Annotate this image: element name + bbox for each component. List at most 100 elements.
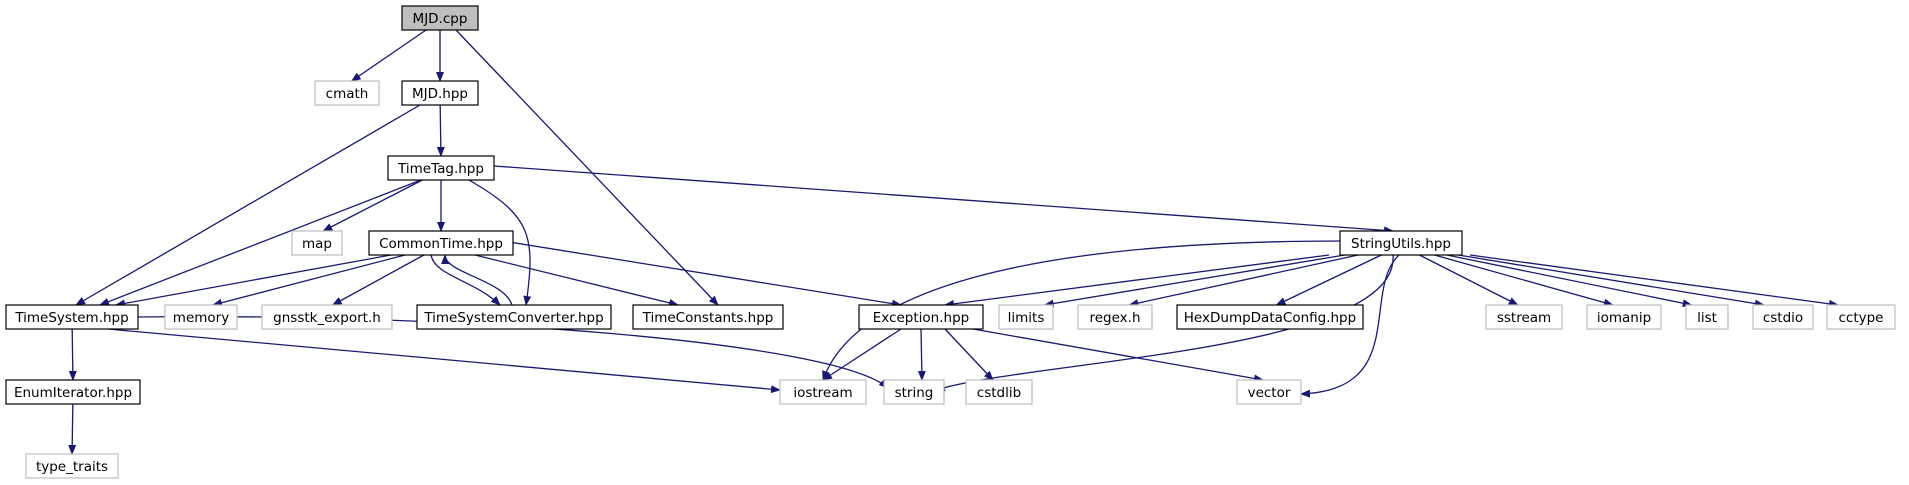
- node-label: TimeTag.hpp: [397, 161, 484, 177]
- edge-commontime-to-memory: [212, 254, 406, 307]
- node-tsconverter[interactable]: TimeSystemConverter.hpp: [416, 304, 612, 330]
- node-box: [883, 379, 945, 405]
- edge-mjd_hpp-to-timetag: [436, 104, 445, 157]
- node-list: list: [1685, 304, 1729, 330]
- node-box: [1077, 304, 1153, 330]
- edge-commontime-to-exception: [502, 240, 902, 308]
- edge-timetag-to-stringutils: [493, 165, 1394, 235]
- node-string: string: [883, 379, 945, 405]
- edge-exception-to-cstdlib: [944, 328, 994, 381]
- node-box: [291, 230, 343, 256]
- edge-stringutils-to-cctype: [1469, 254, 1839, 308]
- edge-stringutils-to-limits: [1043, 254, 1345, 308]
- node-label: cstdio: [1763, 310, 1803, 326]
- node-box: [261, 304, 393, 330]
- edge-exception-to-vector: [972, 328, 1264, 383]
- node-label: HexDumpDataConfig.hpp: [1184, 310, 1356, 326]
- edge-commontime-to-timesystem: [115, 254, 392, 308]
- node-box: [779, 379, 867, 405]
- node-timesystem[interactable]: TimeSystem.hpp: [5, 304, 139, 330]
- node-box: [401, 80, 479, 106]
- edge-mjd_cpp-to-timeconstants: [455, 29, 719, 306]
- edge-mjd_hpp-to-timesystem: [75, 104, 421, 306]
- edge-enumiterator-to-type_traits: [68, 403, 77, 455]
- edge-mjd_cpp-to-cmath: [350, 29, 427, 82]
- node-mjd-hpp[interactable]: MJD.hpp: [401, 80, 479, 106]
- node-map: map: [291, 230, 343, 256]
- edge-stringutils-to-hexdump: [1275, 254, 1382, 306]
- node-box: [1586, 304, 1662, 330]
- node-timetag[interactable]: TimeTag.hpp: [387, 155, 495, 181]
- node-label: iostream: [793, 385, 852, 401]
- node-regex: regex.h: [1077, 304, 1153, 330]
- node-label: iomanip: [1597, 310, 1651, 326]
- node-label: TimeConstants.hpp: [642, 310, 774, 326]
- edge-stringutils-to-vector: [1300, 254, 1400, 398]
- node-box: [998, 304, 1054, 330]
- edge-stringutils-to-iostream: [822, 240, 1345, 381]
- node-box: [1236, 379, 1302, 405]
- node-hexdump[interactable]: HexDumpDataConfig.hpp: [1176, 304, 1364, 330]
- node-box: [164, 304, 238, 330]
- node-enumiterator[interactable]: EnumIterator.hpp: [5, 379, 141, 405]
- node-box: [5, 379, 141, 405]
- node-memory: memory: [164, 304, 238, 330]
- node-cstdlib: cstdlib: [965, 379, 1033, 405]
- node-box: [387, 155, 495, 181]
- node-box: [1826, 304, 1896, 330]
- node-mjd-cpp[interactable]: MJD.cpp: [401, 5, 479, 31]
- node-box: [401, 5, 479, 31]
- node-label: TimeSystemConverter.hpp: [423, 310, 603, 326]
- node-cctype: cctype: [1826, 304, 1896, 330]
- node-label: cctype: [1838, 310, 1883, 326]
- node-label: cmath: [326, 86, 369, 102]
- edge-stringutils-to-cstdio: [1458, 254, 1765, 308]
- node-label: vector: [1248, 385, 1291, 401]
- edge-stringutils-to-list: [1446, 254, 1693, 308]
- node-label: Exception.hpp: [873, 310, 969, 326]
- edge-tsconverter-to-commontime: [441, 254, 513, 306]
- node-label: CommonTime.hpp: [379, 236, 503, 252]
- node-box: [632, 304, 784, 330]
- node-label: MJD.cpp: [413, 11, 468, 27]
- node-commontime[interactable]: CommonTime.hpp: [368, 230, 514, 256]
- edge-exception-to-string: [917, 328, 926, 381]
- node-label: StringUtils.hpp: [1351, 236, 1451, 252]
- node-exception[interactable]: Exception.hpp: [858, 304, 984, 330]
- node-box: [416, 304, 612, 330]
- node-label: list: [1697, 310, 1717, 326]
- node-label: MJD.hpp: [412, 86, 468, 102]
- node-iostream: iostream: [779, 379, 867, 405]
- node-label: memory: [173, 310, 229, 326]
- node-box: [368, 230, 514, 256]
- edge-commontime-to-tsconverter: [430, 254, 501, 306]
- node-box: [858, 304, 984, 330]
- node-label: TimeSystem.hpp: [14, 310, 128, 326]
- node-label: string: [895, 385, 934, 401]
- node-label: map: [302, 236, 332, 252]
- edge-stringutils-to-iomanip: [1434, 254, 1614, 307]
- node-stringutils[interactable]: StringUtils.hpp: [1339, 230, 1463, 256]
- node-limits: limits: [998, 304, 1054, 330]
- node-label: gnsstk_export.h: [273, 310, 381, 326]
- node-label: limits: [1008, 310, 1045, 326]
- node-timeconstants[interactable]: TimeConstants.hpp: [632, 304, 784, 330]
- edge-timesystem-to-iostream: [107, 328, 781, 394]
- edge-timetag-to-timesystem: [99, 179, 422, 306]
- node-label: regex.h: [1089, 310, 1140, 326]
- edge-exception-to-iostream: [822, 328, 902, 381]
- node-type-traits: type_traits: [25, 453, 119, 479]
- node-box: [25, 453, 119, 479]
- edge-commontime-to-timeconstants: [474, 254, 679, 307]
- node-box: [5, 304, 139, 330]
- node-box: [1339, 230, 1463, 256]
- node-vector: vector: [1236, 379, 1302, 405]
- node-gnsstk-export: gnsstk_export.h: [261, 304, 393, 330]
- edge-stringutils-to-exception: [944, 254, 1330, 308]
- node-box: [1752, 304, 1814, 330]
- node-box: [1485, 304, 1563, 330]
- edges-layer: [68, 29, 1839, 455]
- edge-timetag-to-map: [322, 179, 423, 232]
